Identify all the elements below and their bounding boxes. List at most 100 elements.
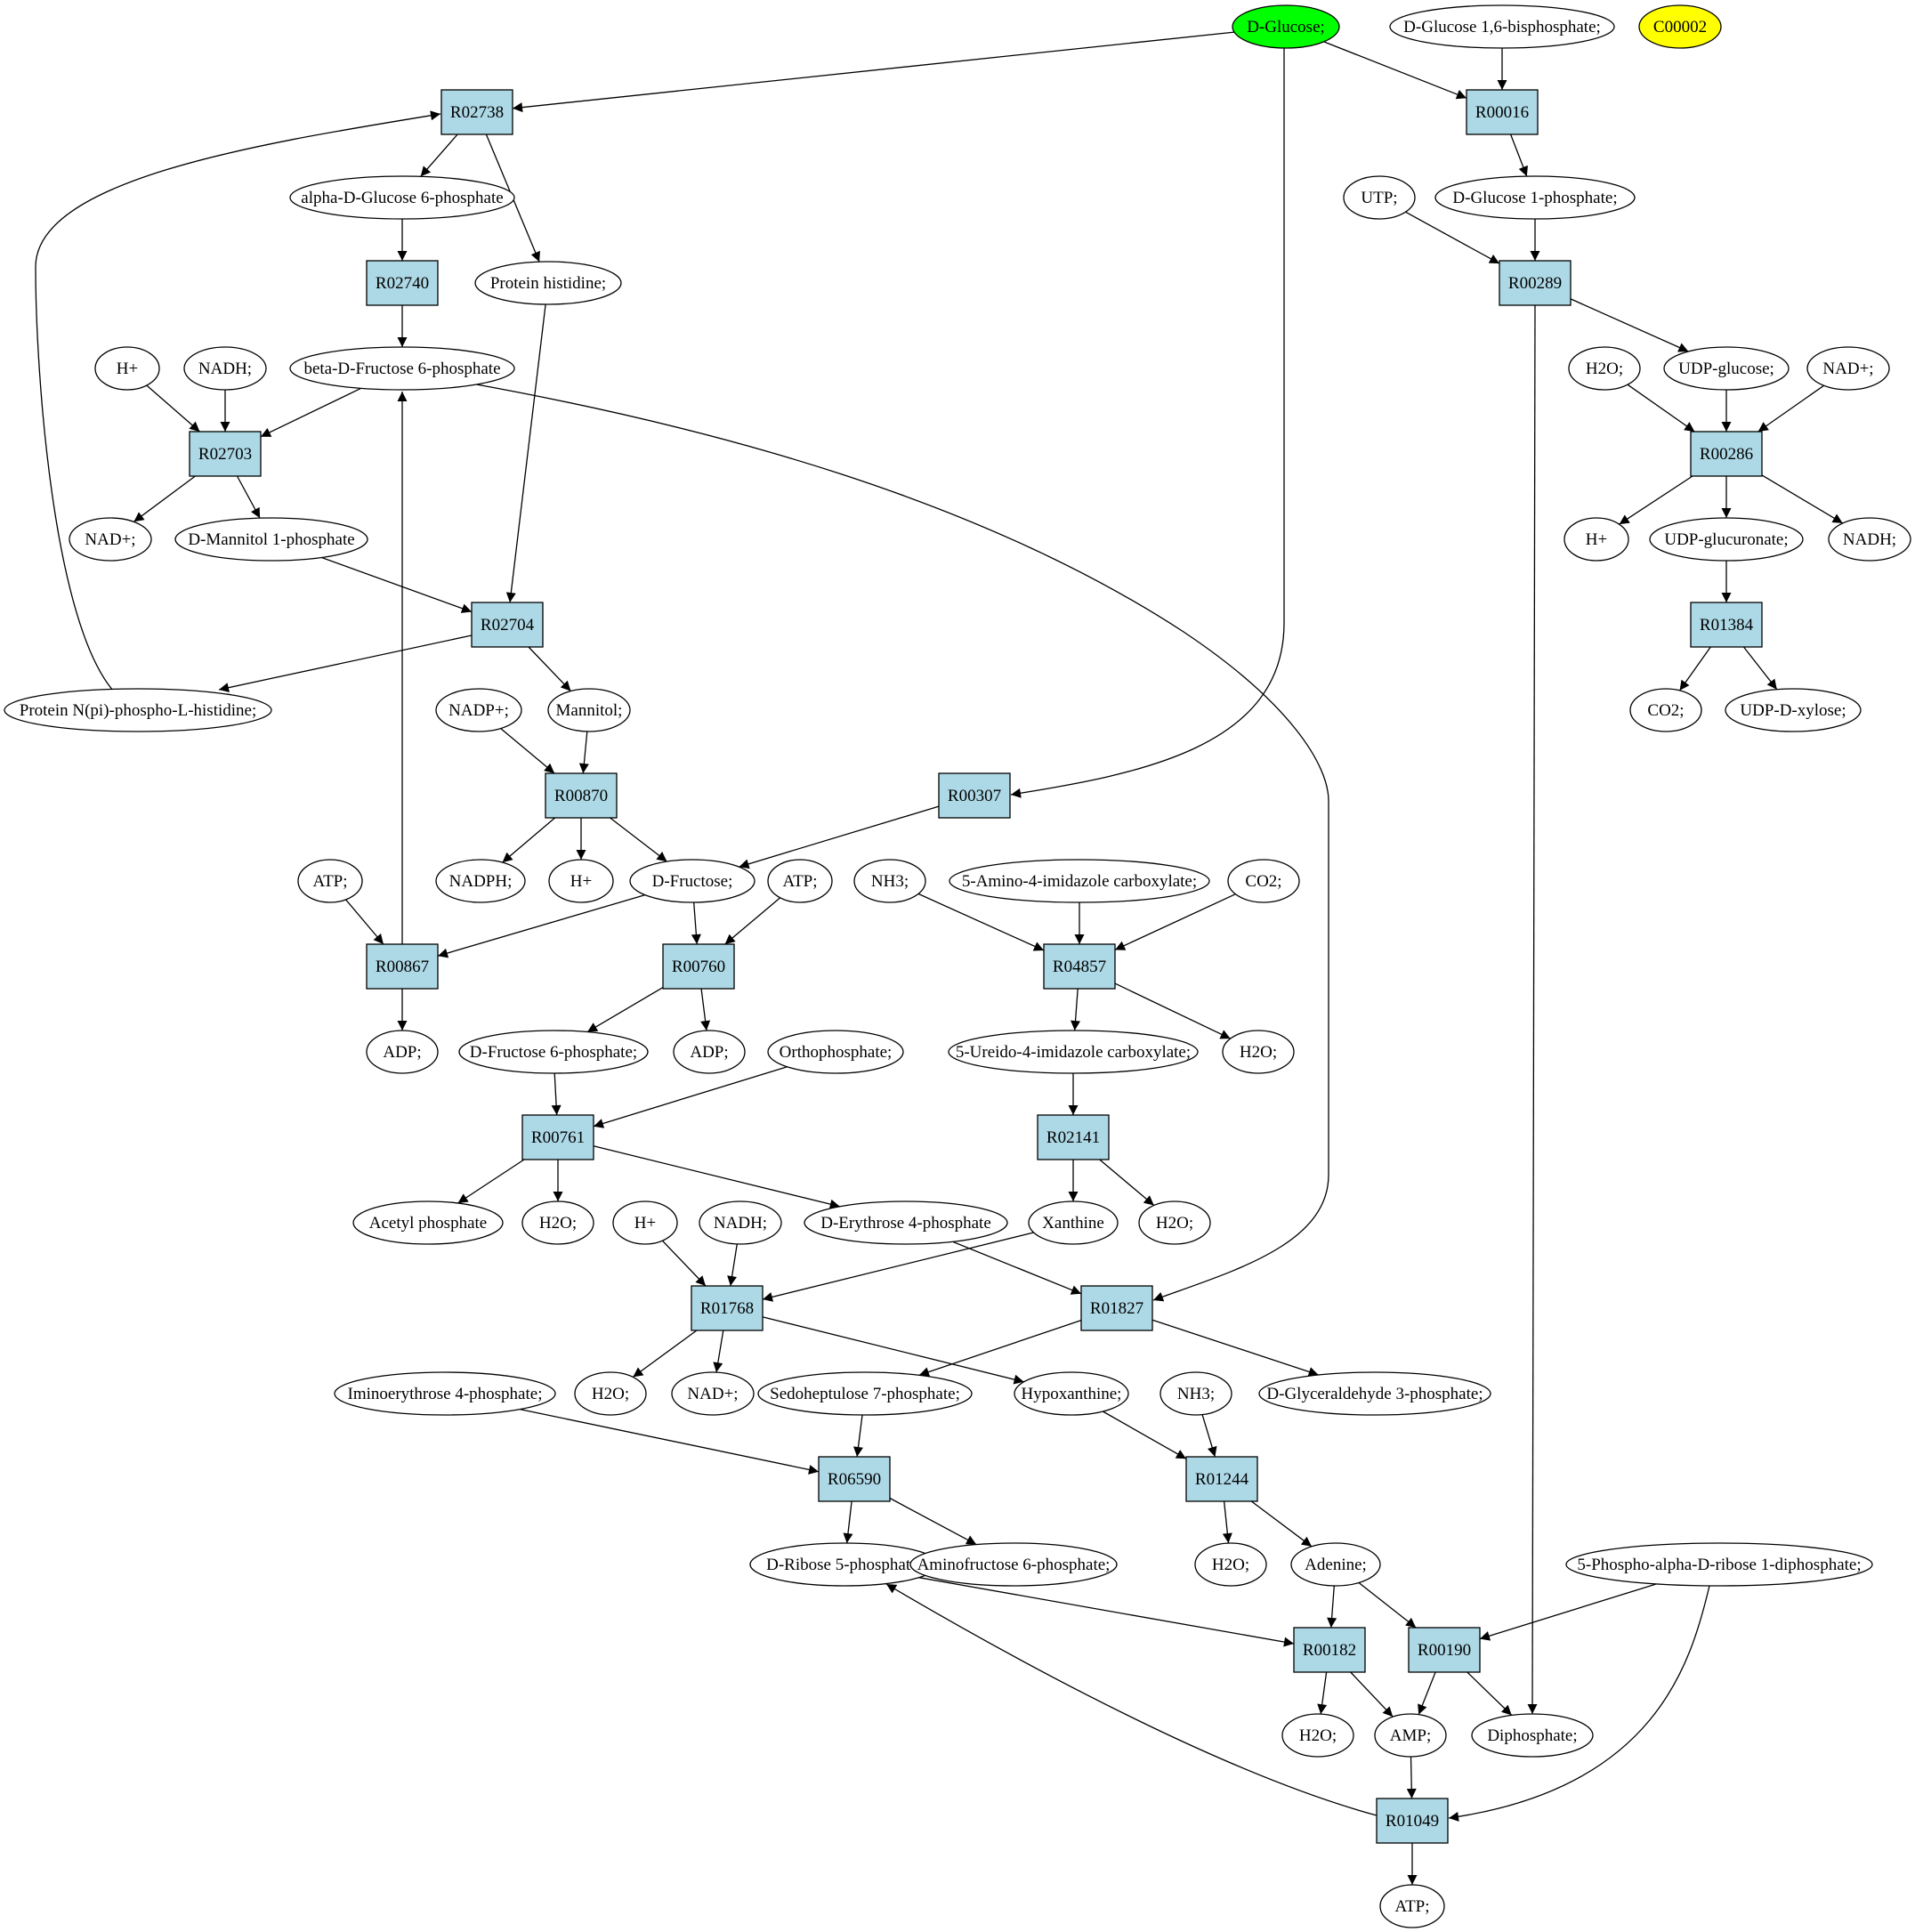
node-label: D-Fructose; <box>652 872 733 891</box>
compound-node-nh3_1[interactable]: NH3; <box>853 859 926 903</box>
compound-node-hplus_r[interactable]: H+ <box>1564 517 1629 562</box>
compound-node-mannitol[interactable]: Mannitol; <box>547 688 631 732</box>
compound-node-ade[interactable]: Adenine; <box>1290 1542 1381 1587</box>
compound-node-nadplus1[interactable]: NAD+; <box>69 517 152 562</box>
compound-node-pi[interactable]: Orthophosphate; <box>767 1030 904 1074</box>
compound-node-prothis[interactable]: Protein histidine; <box>474 261 622 305</box>
compound-node-e4p[interactable]: D-Erythrose 4-phosphate <box>804 1200 1008 1245</box>
compound-node-g1p[interactable]: D-Glucose 1-phosphate; <box>1434 175 1636 220</box>
node-label: R02738 <box>450 103 504 122</box>
compound-node-h2o_r[interactable]: H2O; <box>1568 346 1641 391</box>
reaction-node-r00289[interactable]: R00289 <box>1499 260 1572 306</box>
compound-node-co2_r[interactable]: CO2; <box>1629 688 1702 732</box>
compound-node-ie4p[interactable]: Iminoerythrose 4-phosphate; <box>334 1371 556 1416</box>
compound-node-nadph[interactable]: NADPH; <box>435 859 526 903</box>
compound-node-ppi[interactable]: Diphosphate; <box>1471 1713 1594 1758</box>
compound-node-m1p[interactable]: D-Mannitol 1-phosphate <box>174 517 368 562</box>
compound-node-amp[interactable]: AMP; <box>1374 1713 1447 1758</box>
compound-node-atp1[interactable]: ATP; <box>297 859 363 903</box>
compound-node-h2o_6[interactable]: H2O; <box>1281 1713 1354 1758</box>
edge-R02703-to-m1p <box>236 475 261 519</box>
compound-node-utp[interactable]: UTP; <box>1343 175 1416 220</box>
compound-node-bf6p[interactable]: beta-D-Fructose 6-phosphate <box>289 346 515 391</box>
compound-node-hplus2[interactable]: H+ <box>548 859 614 903</box>
compound-node-prpp[interactable]: 5-Phospho-alpha-D-ribose 1-diphosphate; <box>1565 1542 1873 1587</box>
reaction-node-r02704[interactable]: R02704 <box>471 602 544 648</box>
compound-node-adp2[interactable]: ADP; <box>673 1030 746 1074</box>
node-label: Aminofructose 6-phosphate; <box>917 1556 1111 1574</box>
compound-node-udpglc[interactable]: UDP-glucose; <box>1663 346 1790 391</box>
compound-node-nadh1[interactable]: NADH; <box>183 346 267 391</box>
compound-node-xan[interactable]: Xanthine <box>1028 1200 1119 1245</box>
compound-node-adp1[interactable]: ADP; <box>366 1030 439 1074</box>
node-label: R00761 <box>531 1128 585 1147</box>
compound-node-af6p[interactable]: Aminofructose 6-phosphate; <box>909 1542 1118 1587</box>
compound-node-udpgluc[interactable]: UDP-glucuronate; <box>1649 517 1804 562</box>
reaction-node-r00286[interactable]: R00286 <box>1690 431 1763 477</box>
compound-node-uic[interactable]: 5-Ureido-4-imidazole carboxylate; <box>948 1030 1199 1074</box>
compound-node-nadpplus[interactable]: NADP+; <box>435 688 522 732</box>
compound-node-nadh_r[interactable]: NADH; <box>1828 517 1911 562</box>
node-label: R00016 <box>1475 103 1529 122</box>
reaction-node-r00016[interactable]: R00016 <box>1466 89 1539 135</box>
compound-node-udpxyl[interactable]: UDP-D-xylose; <box>1725 688 1862 732</box>
reaction-node-r01827[interactable]: R01827 <box>1080 1285 1153 1331</box>
compound-node-r5p[interactable]: D-Ribose 5-phosphate; <box>749 1542 940 1587</box>
compound-node-aic[interactable]: 5-Amino-4-imidazole carboxylate; <box>949 859 1210 903</box>
reaction-node-r01384[interactable]: R01384 <box>1690 602 1763 648</box>
compound-ellipse <box>1725 688 1862 732</box>
compound-node-co2_1[interactable]: CO2; <box>1227 859 1300 903</box>
compound-node-protphis[interactable]: Protein N(pi)-phospho-L-histidine; <box>4 688 272 732</box>
compound-node-f6p[interactable]: D-Fructose 6-phosphate; <box>458 1030 649 1074</box>
reaction-node-r00870[interactable]: R00870 <box>545 772 618 819</box>
compound-node-ag6p[interactable]: alpha-D-Glucose 6-phosphate <box>289 175 515 220</box>
reaction-node-r00867[interactable]: R00867 <box>366 943 439 990</box>
compound-node-hplus3[interactable]: H+ <box>612 1200 678 1245</box>
compound-node-g3p[interactable]: D-Glyceraldehyde 3-phosphate; <box>1258 1371 1491 1416</box>
reaction-node-r00307[interactable]: R00307 <box>938 772 1011 819</box>
reaction-node-r02141[interactable]: R02141 <box>1037 1114 1110 1160</box>
compound-node-s7p[interactable]: Sedoheptulose 7-phosphate; <box>757 1371 973 1416</box>
compound-node-nh3_2[interactable]: NH3; <box>1160 1371 1232 1416</box>
reaction-box <box>1293 1627 1366 1673</box>
compound-node-hyp[interactable]: Hypoxanthine; <box>1014 1371 1129 1416</box>
compound-node-fru[interactable]: D-Fructose; <box>629 859 755 903</box>
edge-hplus3-to-R01768 <box>661 1240 707 1287</box>
reaction-node-r02703[interactable]: R02703 <box>189 431 262 477</box>
compound-node-h2o_2[interactable]: H2O; <box>521 1200 594 1245</box>
reaction-node-r00182[interactable]: R00182 <box>1293 1627 1366 1673</box>
reaction-box <box>1466 89 1539 135</box>
node-label: H2O; <box>1299 1726 1337 1745</box>
reaction-node-r00190[interactable]: R00190 <box>1408 1627 1481 1673</box>
reaction-node-r00761[interactable]: R00761 <box>521 1114 594 1160</box>
compound-node-glc16bp[interactable]: D-Glucose 1,6-bisphosphate; <box>1389 4 1615 49</box>
reaction-node-r06590[interactable]: R06590 <box>818 1456 891 1502</box>
compound-node-h2o_3[interactable]: H2O; <box>1138 1200 1211 1245</box>
reaction-node-r02738[interactable]: R02738 <box>440 89 513 135</box>
compound-node-glc[interactable]: D-Glucose; <box>1232 4 1340 49</box>
node-label: UTP; <box>1361 189 1397 207</box>
compound-ellipse <box>629 859 755 903</box>
node-label: ATP; <box>782 872 817 891</box>
reaction-box <box>1037 1114 1110 1160</box>
compound-node-h2o_1[interactable]: H2O; <box>1222 1030 1295 1074</box>
reaction-box <box>1080 1285 1153 1331</box>
compound-node-c00002[interactable]: C00002 <box>1638 4 1722 49</box>
reaction-node-r00760[interactable]: R00760 <box>662 943 735 990</box>
compound-node-h2o_4[interactable]: H2O; <box>574 1371 647 1416</box>
reaction-node-r01244[interactable]: R01244 <box>1185 1456 1258 1502</box>
node-label: NADH; <box>198 360 252 378</box>
compound-node-nadplus2[interactable]: NAD+; <box>671 1371 755 1416</box>
reaction-node-r02740[interactable]: R02740 <box>366 260 439 306</box>
reaction-node-r01768[interactable]: R01768 <box>691 1285 764 1331</box>
compound-node-atp3[interactable]: ATP; <box>1379 1884 1445 1928</box>
reaction-node-r04857[interactable]: R04857 <box>1043 943 1116 990</box>
compound-node-nadh2[interactable]: NADH; <box>699 1200 782 1245</box>
compound-node-hplus1[interactable]: H+ <box>94 346 160 391</box>
edge-R00289-to-ppi <box>1527 304 1538 1715</box>
compound-node-acp[interactable]: Acetyl phosphate <box>352 1200 504 1245</box>
compound-node-atp2[interactable]: ATP; <box>767 859 833 903</box>
reaction-node-r01049[interactable]: R01049 <box>1376 1798 1449 1844</box>
compound-node-nadplus_r[interactable]: NAD+; <box>1806 346 1890 391</box>
compound-node-h2o_5[interactable]: H2O; <box>1194 1542 1267 1587</box>
